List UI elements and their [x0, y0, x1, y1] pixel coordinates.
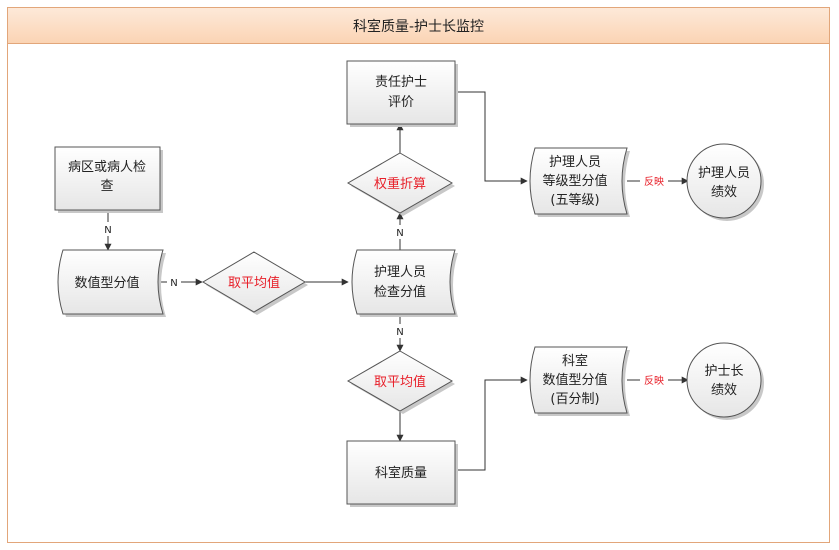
edge-label-reflect-2: 反映	[644, 375, 664, 387]
node-dept-quality: 科室质量	[346, 440, 458, 507]
node-nurse-perf: 护理人员 绩效	[686, 143, 764, 221]
node-responsible-eval-line1: 责任护士	[375, 75, 427, 90]
node-ward-check-line1: 病区或病人检	[68, 160, 146, 175]
node-nurse-check-score-line2: 检查分值	[374, 284, 426, 300]
node-grade-score-line1: 护理人员	[549, 155, 601, 170]
node-avg-lower: 取平均值	[346, 350, 455, 414]
edge-label-reflect-1: 反映	[644, 176, 664, 188]
edge-labels: N N N N 反映 反映	[100, 174, 668, 387]
node-head-perf-line1: 护士长	[704, 364, 743, 379]
node-avg-lower-label: 取平均值	[374, 374, 426, 390]
node-nurse-perf-line2: 绩效	[711, 185, 737, 200]
edge-label-n-4: N	[396, 327, 403, 338]
node-numeric-score: 数值型分值	[57, 249, 166, 317]
node-weight-convert-label: 权重折算	[374, 176, 426, 192]
node-weight-convert: 权重折算	[346, 152, 455, 216]
edge-label-n-1: N	[104, 225, 111, 236]
node-responsible-eval: 责任护士 评价	[346, 60, 458, 127]
node-nurse-check-score: 护理人员 检查分值	[351, 249, 458, 317]
node-dept-numeric-line2: 数值型分值	[542, 372, 607, 388]
node-numeric-score-label: 数值型分值	[74, 275, 139, 291]
node-nurse-perf-line1: 护理人员	[698, 166, 750, 181]
node-nurse-check-score-line1: 护理人员	[374, 265, 426, 280]
edge-label-n-3: N	[396, 228, 403, 239]
node-ward-check-line2: 查	[100, 179, 113, 194]
edge-dept-to-deptnumeric	[455, 376, 528, 471]
node-ward-check: 病区或病人检 查	[54, 146, 163, 213]
edge-eval-to-grade	[455, 91, 528, 185]
node-dept-numeric: 科室 数值型分值 (百分制)	[529, 346, 630, 416]
node-dept-numeric-line3: (百分制)	[550, 392, 599, 407]
diagram-title: 科室质量-护士长监控	[8, 8, 829, 44]
node-head-perf-line2: 绩效	[711, 383, 737, 398]
node-grade-score-line2: 等级型分值	[542, 173, 607, 189]
node-dept-numeric-line1: 科室	[562, 353, 588, 369]
node-responsible-eval-line2: 评价	[388, 95, 414, 110]
node-grade-score: 护理人员 等级型分值 (五等级)	[529, 147, 630, 217]
edge-label-n-2: N	[170, 278, 177, 289]
node-avg-left-label: 取平均值	[228, 275, 280, 291]
node-grade-score-line3: (五等级)	[550, 192, 599, 208]
node-dept-quality-label: 科室质量	[375, 465, 427, 481]
node-avg-left: 取平均值	[202, 251, 308, 315]
node-head-perf: 护士长 绩效	[686, 342, 764, 420]
